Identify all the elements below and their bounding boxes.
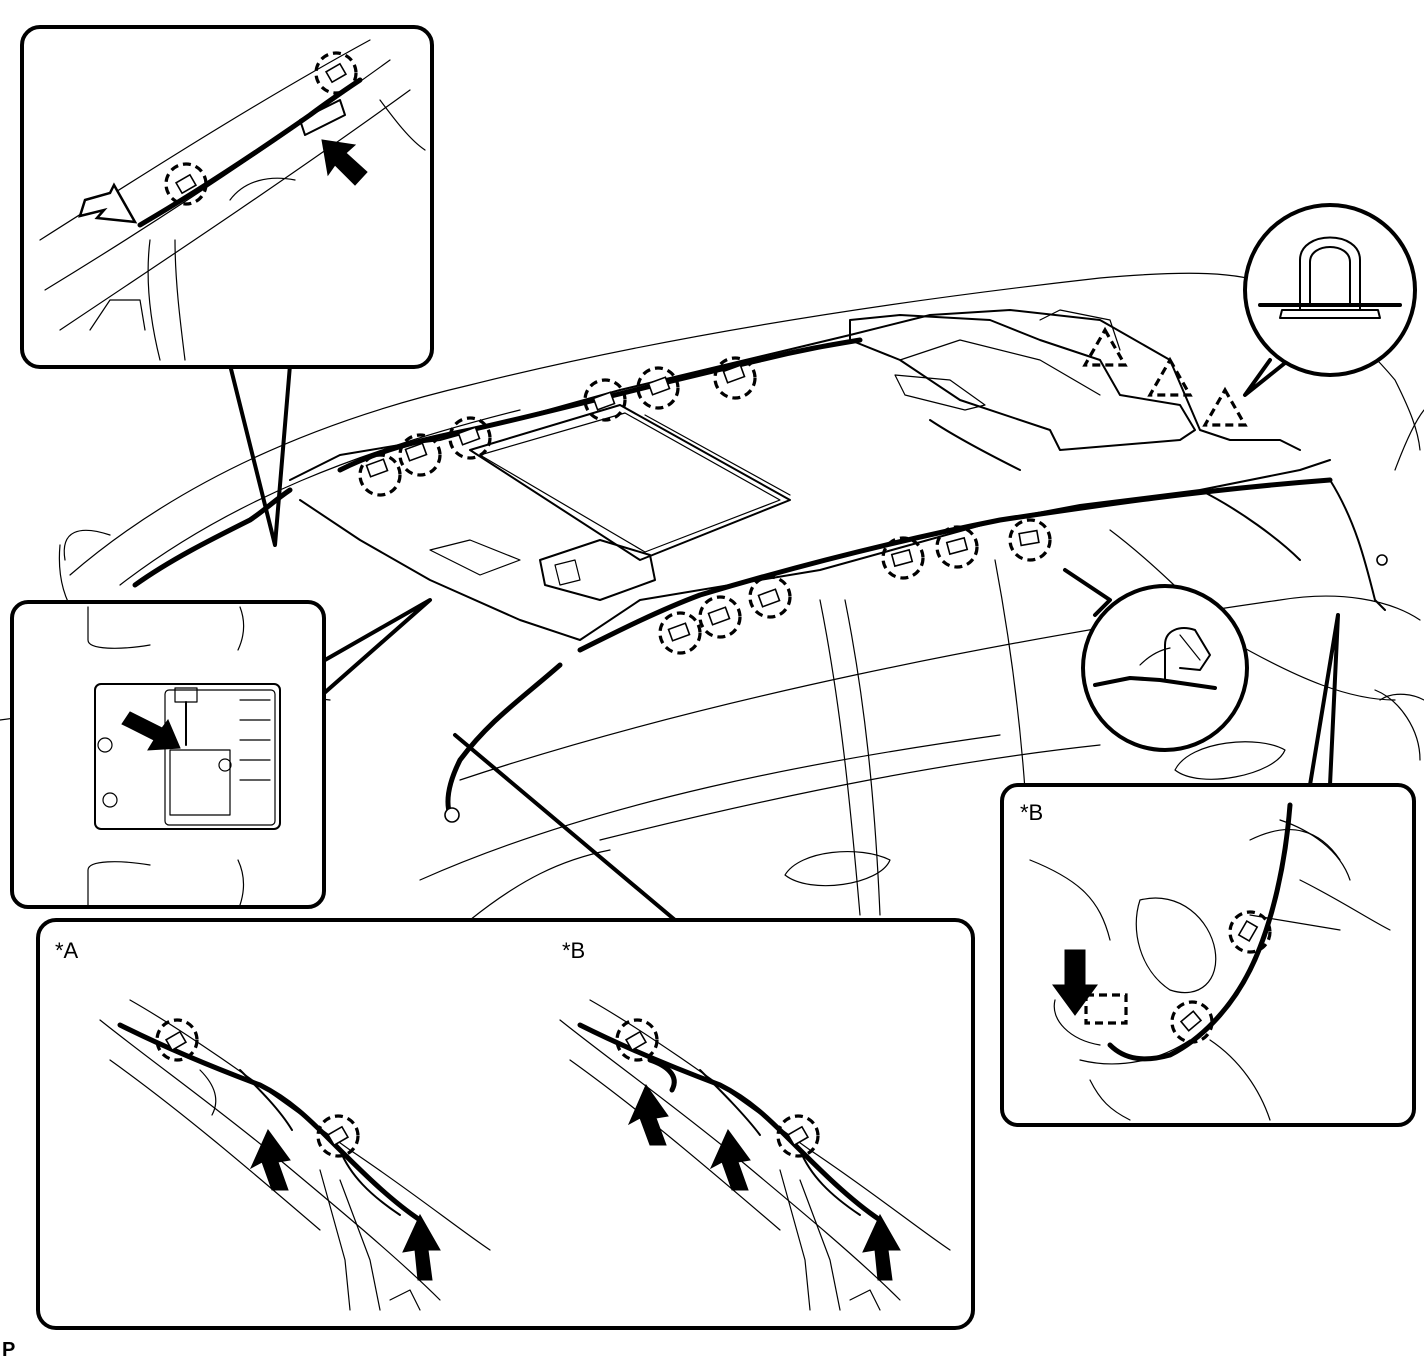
detail-mid-left <box>10 598 432 909</box>
corner-label: P <box>2 1339 15 1361</box>
detail-bottom-a-b: *A *B <box>36 733 975 1330</box>
detail-right-b: *B <box>1000 613 1416 1127</box>
detail-b-lower-label: *B <box>562 938 585 963</box>
circle-detail-clip <box>1243 203 1417 397</box>
clip-markers-main <box>365 364 1040 642</box>
circle-detail-bracket <box>1063 568 1249 752</box>
pillar-view-b <box>559 999 951 1311</box>
detail-top-left <box>20 25 434 547</box>
dashed-triangle-markers <box>1082 326 1248 427</box>
detail-a-label: *A <box>55 938 79 963</box>
detail-b-right-label: *B <box>1020 800 1043 825</box>
pillar-view-a <box>99 999 491 1311</box>
dashed-circle-markers <box>358 356 1052 655</box>
